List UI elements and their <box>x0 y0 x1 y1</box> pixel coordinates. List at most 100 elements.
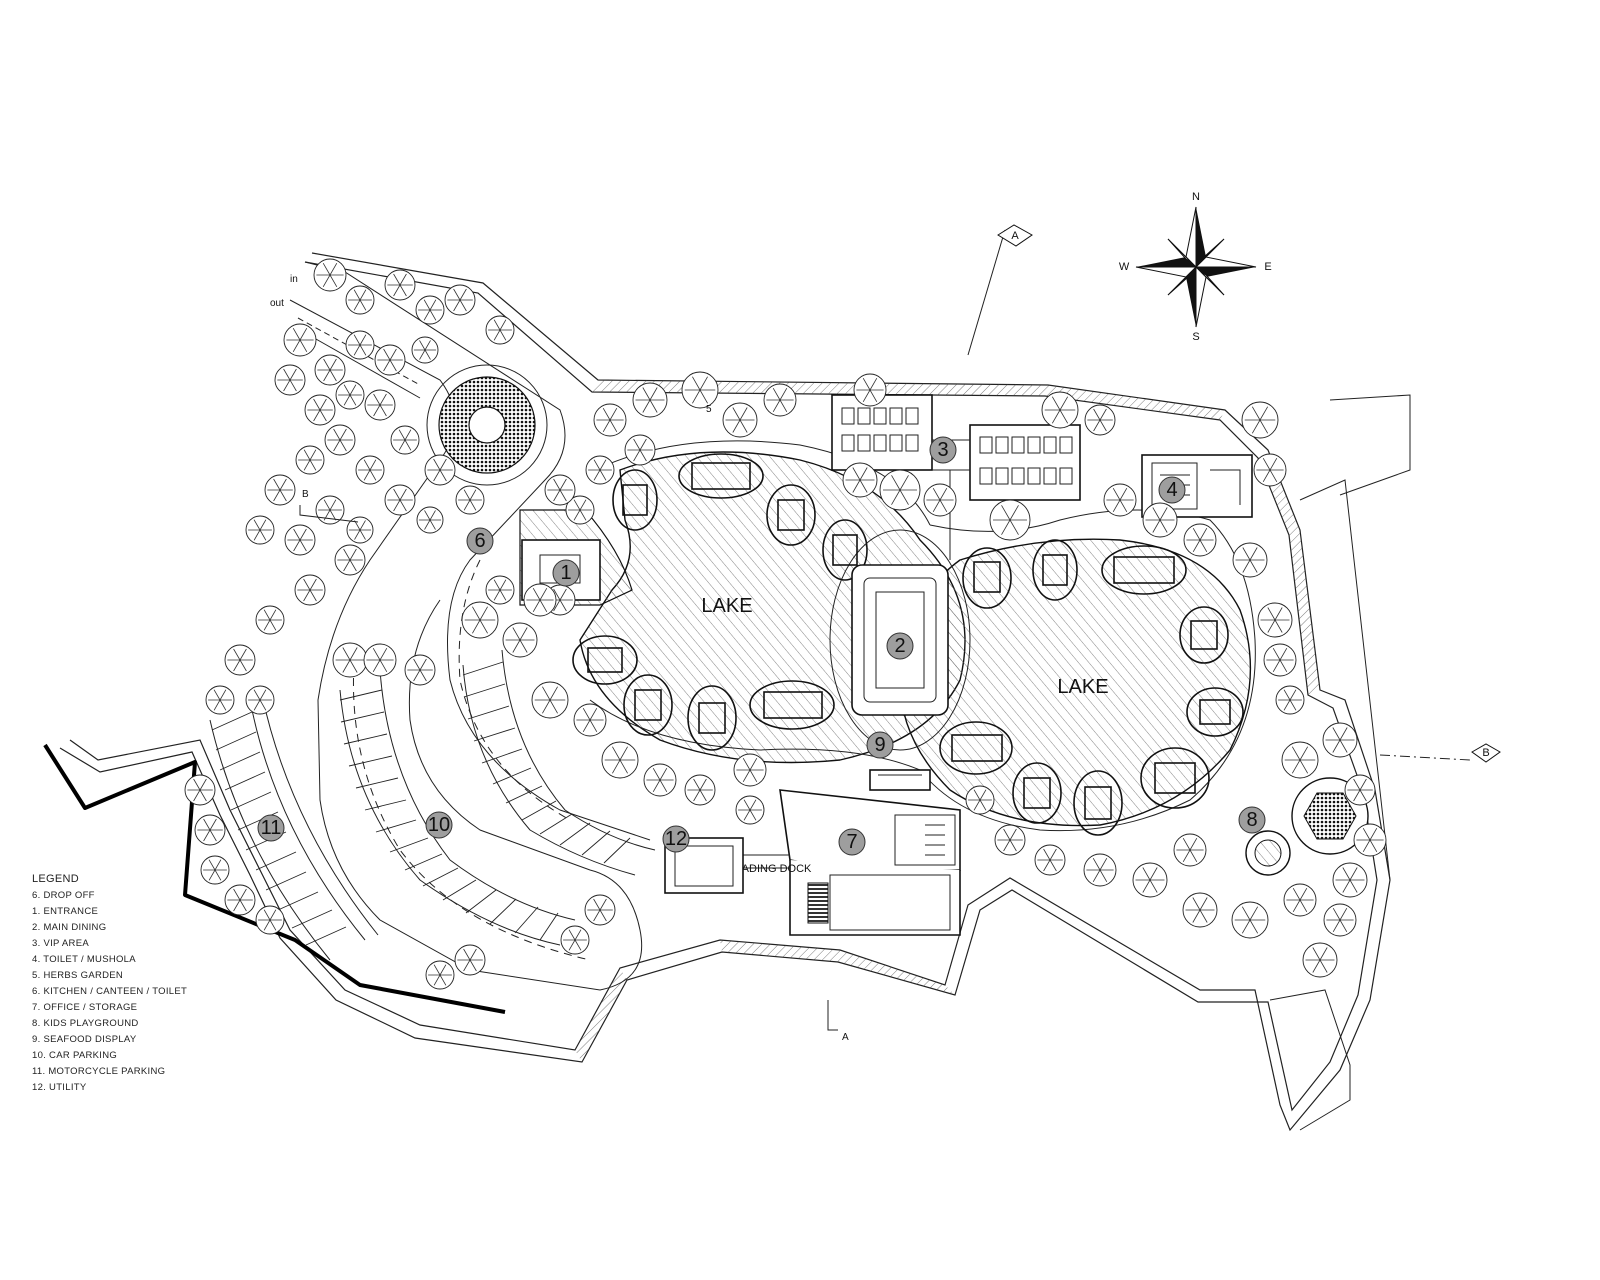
tree-branches <box>1044 396 1076 424</box>
tree-branches <box>488 579 512 601</box>
tree-branches <box>646 768 674 792</box>
legend-item: 1. ENTRANCE <box>32 906 98 917</box>
road-label-in: in <box>290 274 298 285</box>
tree-branches <box>725 407 755 433</box>
loading-dock-label: LOADING DOCK <box>727 863 812 875</box>
gazebos <box>572 453 1244 836</box>
tree-branches <box>526 588 554 612</box>
compass-n: N <box>1192 191 1200 203</box>
tree-branches <box>1326 908 1354 932</box>
svg-text:3: 3 <box>937 439 948 461</box>
tree-branches <box>684 376 716 404</box>
marker-car-parking: 10 <box>425 811 453 839</box>
tree-branches <box>248 519 272 541</box>
svg-text:7: 7 <box>846 831 857 853</box>
tree-branches <box>348 289 372 311</box>
legend-item: 6. DROP OFF <box>32 890 95 901</box>
tree-branches <box>267 478 293 502</box>
svg-text:B: B <box>302 489 309 500</box>
marker-utility: 12 <box>662 825 690 853</box>
tree-branches <box>464 606 496 634</box>
tree-branches <box>338 384 362 406</box>
tree-branches <box>1266 648 1294 672</box>
marker-kids-playground: 8 <box>1238 806 1266 834</box>
tree-branches <box>348 520 372 540</box>
tree-branches <box>418 510 442 530</box>
tree-branches <box>227 888 253 912</box>
legend-item: 10. CAR PARKING <box>32 1050 117 1061</box>
tree-branches <box>856 378 884 402</box>
section-mark-a-bottom: A <box>827 1000 849 1043</box>
tree-branches <box>1256 458 1284 482</box>
legend-title: LEGEND <box>32 873 79 885</box>
tree-branches <box>997 828 1023 852</box>
marker-entrance: 1 <box>552 559 580 587</box>
tree-branches <box>348 334 372 356</box>
tree-branches <box>387 488 413 512</box>
tree-branches <box>588 459 612 481</box>
tree-branches <box>736 758 764 782</box>
tree-branches <box>738 799 762 821</box>
tree-branches <box>1086 858 1114 882</box>
section-mark-b-left: B <box>299 489 359 523</box>
road-label-out: out <box>270 298 284 309</box>
tree-branches <box>926 488 954 512</box>
roundabout <box>426 364 548 486</box>
tree-branches <box>627 438 653 462</box>
tree-branches <box>883 475 917 505</box>
svg-text:9: 9 <box>874 734 885 756</box>
marker-vip-area: 3 <box>929 436 957 464</box>
tree-branches <box>1185 897 1215 923</box>
tree-branches <box>258 609 282 631</box>
tree-branches <box>604 746 636 774</box>
tree-branches <box>1235 547 1265 573</box>
tree-branches <box>1260 607 1290 633</box>
marker-toilet: 4 <box>1158 476 1186 504</box>
tree-branches <box>1186 528 1214 552</box>
svg-text:8: 8 <box>1246 809 1257 831</box>
tree-branches <box>427 458 453 482</box>
tree-branches <box>335 647 365 673</box>
car-parking <box>339 649 656 946</box>
section-marks: A B B A <box>299 224 1501 1043</box>
tree-branches <box>596 408 624 432</box>
seafood-display <box>869 769 931 791</box>
lake-label-west: LAKE <box>701 595 752 617</box>
tree-branches <box>766 388 794 412</box>
marker-office: 7 <box>838 828 866 856</box>
tree-branches <box>447 288 473 312</box>
tree-branches <box>1145 507 1175 533</box>
marker-motorcycle-parking: 11 <box>257 814 285 842</box>
legend-item: 7. OFFICE / STORAGE <box>32 1002 137 1013</box>
area-markers: 6 1 2 3 4 7 8 9 10 11 12 5 <box>257 404 1266 856</box>
tree-branches <box>635 387 665 413</box>
tree-branches <box>1356 828 1384 852</box>
section-mark-b-right: B <box>1379 743 1501 763</box>
tree-branches <box>1278 689 1302 711</box>
tree-branches <box>993 505 1027 535</box>
tree-branches <box>208 689 232 711</box>
compass-rose: N S E W <box>1119 191 1272 343</box>
tree-branches <box>687 778 713 802</box>
legend-item: 3. VIP AREA <box>32 938 89 949</box>
legend: LEGEND 6. DROP OFF 1. ENTRANCE 2. MAIN D… <box>32 873 187 1093</box>
tree-branches <box>316 263 344 287</box>
legend-item: 8. KIDS PLAYGROUND <box>32 1018 139 1029</box>
svg-text:4: 4 <box>1166 479 1177 501</box>
tree-branches <box>377 348 403 372</box>
tree-branches <box>358 459 382 481</box>
tree-branches <box>286 328 314 352</box>
tree-branches <box>1244 406 1276 434</box>
tree-branches <box>1284 746 1316 774</box>
tree-branches <box>227 648 253 672</box>
tree-branches <box>1037 848 1063 872</box>
tree-branches <box>366 648 394 672</box>
tree-branches <box>248 689 272 711</box>
tree-branches <box>367 393 393 417</box>
lake-label-east: LAKE <box>1057 676 1108 698</box>
tree-branches <box>1106 488 1134 512</box>
tree-branches <box>505 627 535 653</box>
tree-branches <box>277 368 303 392</box>
tree-branches <box>1087 408 1113 432</box>
